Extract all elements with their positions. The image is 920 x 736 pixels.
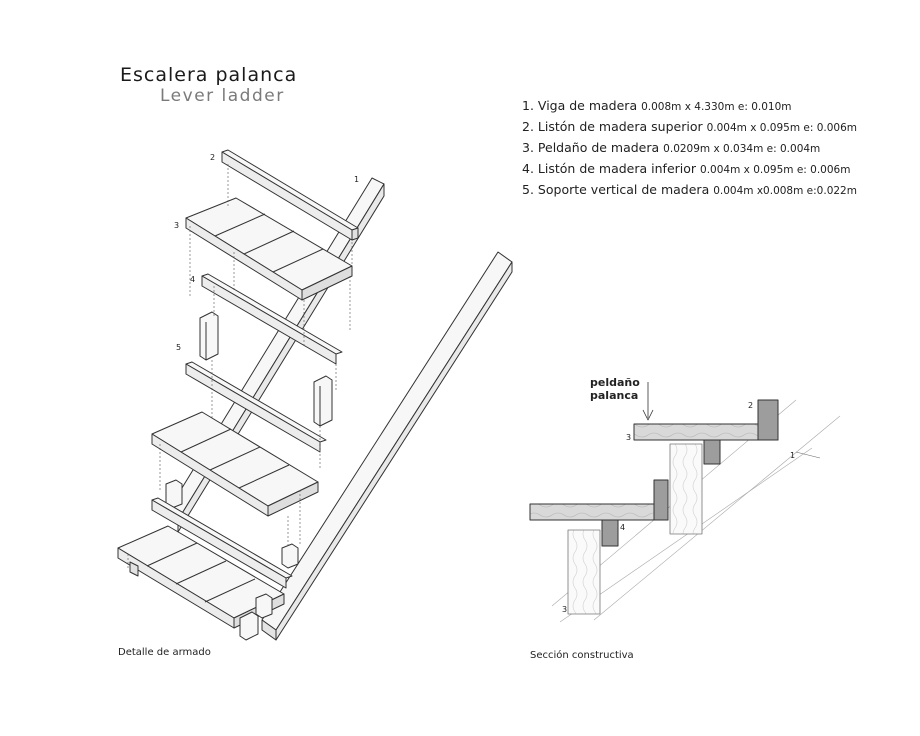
legend-number: 4. bbox=[522, 161, 534, 176]
lower-strip bbox=[201, 273, 343, 365]
bottom-strip bbox=[151, 497, 293, 589]
legend-item: 2. Listón de madera superior 0.004m x 0.… bbox=[522, 117, 857, 138]
label-tread: 3 bbox=[174, 221, 179, 230]
legend-number: 1. bbox=[522, 98, 534, 113]
section-strip-lower bbox=[601, 519, 619, 547]
legend-item: 1. Viga de madera 0.008m x 4.330m e: 0.0… bbox=[522, 96, 857, 117]
section-label-tread: 3 bbox=[626, 433, 631, 442]
section-tread-upper bbox=[633, 423, 779, 441]
section-strip-upper bbox=[703, 439, 721, 465]
section-labels: peldaño palanca 1 2 3 4 3 bbox=[562, 376, 795, 614]
exploded-view bbox=[117, 149, 513, 641]
tread-top bbox=[185, 197, 353, 301]
legend-dims: 0.004m x 0.095m e: 0.006m bbox=[706, 122, 858, 134]
upper-strip bbox=[221, 149, 359, 241]
legend-number: 3. bbox=[522, 140, 534, 155]
legend-dims: 0.0209m x 0.034m e: 0.004m bbox=[663, 143, 821, 155]
legend-name: Listón de madera superior bbox=[537, 119, 703, 134]
exploded-labels: 1 2 3 4 5 bbox=[174, 153, 359, 352]
section-label-beam: 1 bbox=[790, 451, 795, 460]
legend-number: 2. bbox=[522, 119, 534, 134]
small-blocks bbox=[165, 479, 299, 569]
callout-line2: palanca bbox=[590, 389, 638, 402]
legend-name: Listón de madera inferior bbox=[537, 161, 697, 176]
middle-strip bbox=[185, 361, 327, 453]
section-tread-lower bbox=[529, 503, 669, 521]
subtitle: Lever ladder bbox=[160, 86, 285, 106]
label-lower-strip: 4 bbox=[190, 275, 195, 284]
legend-number: 5. bbox=[522, 182, 534, 197]
legend-item: 3. Peldaño de madera 0.0209m x 0.034m e:… bbox=[522, 138, 857, 159]
long-beam bbox=[261, 251, 513, 641]
section-label-upper-strip: 2 bbox=[748, 401, 753, 410]
legend-dims: 0.008m x 4.330m e: 0.010m bbox=[641, 101, 792, 113]
callout-line1: peldaño bbox=[590, 376, 640, 389]
legend-item: 4. Listón de madera inferior 0.004m x 0.… bbox=[522, 159, 857, 180]
section-caption: Sección constructiva bbox=[530, 650, 634, 661]
section-riser-upper bbox=[757, 399, 779, 441]
label-support: 5 bbox=[176, 343, 181, 352]
legend-dims: 0.004m x0.008m e:0.022m bbox=[713, 185, 857, 197]
section-label-support: 3 bbox=[562, 605, 567, 614]
label-beam: 1 bbox=[354, 175, 359, 184]
label-upper-strip: 2 bbox=[210, 153, 215, 162]
support-upper bbox=[669, 443, 703, 535]
exploded-caption: Detalle de armado bbox=[118, 647, 211, 658]
components-legend: 1. Viga de madera 0.008m x 4.330m e: 0.0… bbox=[522, 96, 857, 201]
section-label-lower-strip: 4 bbox=[620, 523, 625, 532]
vertical-supports bbox=[199, 311, 333, 427]
legend-name: Peldaño de madera bbox=[537, 140, 660, 155]
legend-name: Viga de madera bbox=[537, 98, 638, 113]
legend-name: Soporte vertical de madera bbox=[537, 182, 710, 197]
support-lower bbox=[567, 529, 601, 615]
section-view bbox=[529, 382, 841, 623]
legend-item: 5. Soporte vertical de madera 0.004m x0.… bbox=[522, 180, 857, 201]
legend-dims: 0.004m x 0.095m e: 0.006m bbox=[700, 164, 851, 176]
tread-middle bbox=[151, 411, 319, 517]
title: Escalera palanca bbox=[120, 64, 298, 86]
section-riser-lower bbox=[653, 479, 669, 521]
